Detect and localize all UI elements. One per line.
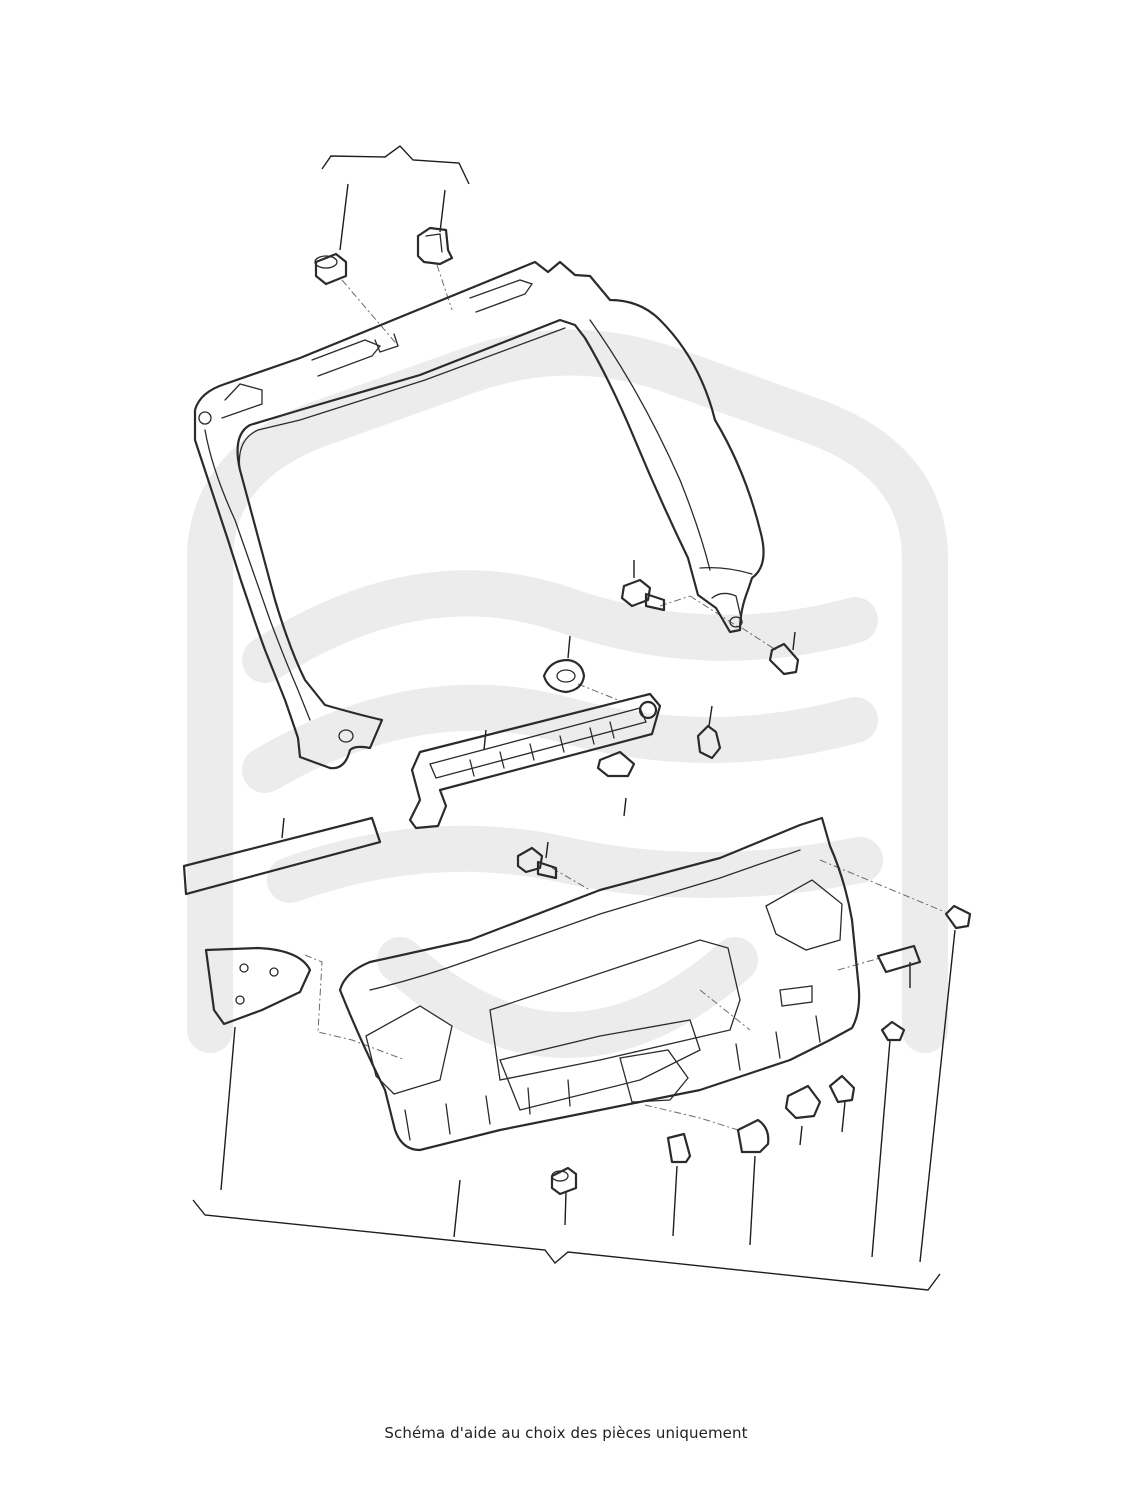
push-pin-part (880, 1020, 906, 1042)
retainer-clip-part (784, 1084, 822, 1120)
watermark-logo (187, 329, 948, 1058)
corner-cover-part (204, 946, 312, 1026)
clip-nut-part (596, 750, 636, 778)
spacer-sleeve-part (314, 252, 348, 286)
group-bracket-top (321, 145, 470, 185)
block-insert-part (876, 944, 922, 974)
group-bracket-bottom (192, 1199, 941, 1291)
bolt-lower-part (516, 846, 558, 880)
exploded-parts-diagram (182, 145, 972, 1291)
bolt-upper-part (620, 578, 666, 612)
spring-clip-part (416, 226, 454, 266)
handle-rail-part (408, 692, 662, 830)
grommet-part (542, 658, 586, 694)
foam-strip-part (182, 816, 382, 896)
clip-far-right-part (944, 904, 972, 930)
upper-trim-frame (193, 260, 765, 770)
hook-bracket-part (666, 1132, 692, 1164)
tailgate-trim-panel (338, 816, 861, 1152)
push-clip-right-part (768, 642, 800, 676)
twist-fastener-part (696, 724, 722, 760)
spacer-lower-part (550, 1166, 578, 1196)
leader-lines (220, 183, 956, 1263)
cover-cap-part (736, 1118, 770, 1154)
disclaimer-caption: Schéma d'aide au choix des pièces unique… (384, 1424, 748, 1442)
assembly-lines (304, 264, 946, 1131)
push-clip-lower-part (828, 1074, 856, 1104)
